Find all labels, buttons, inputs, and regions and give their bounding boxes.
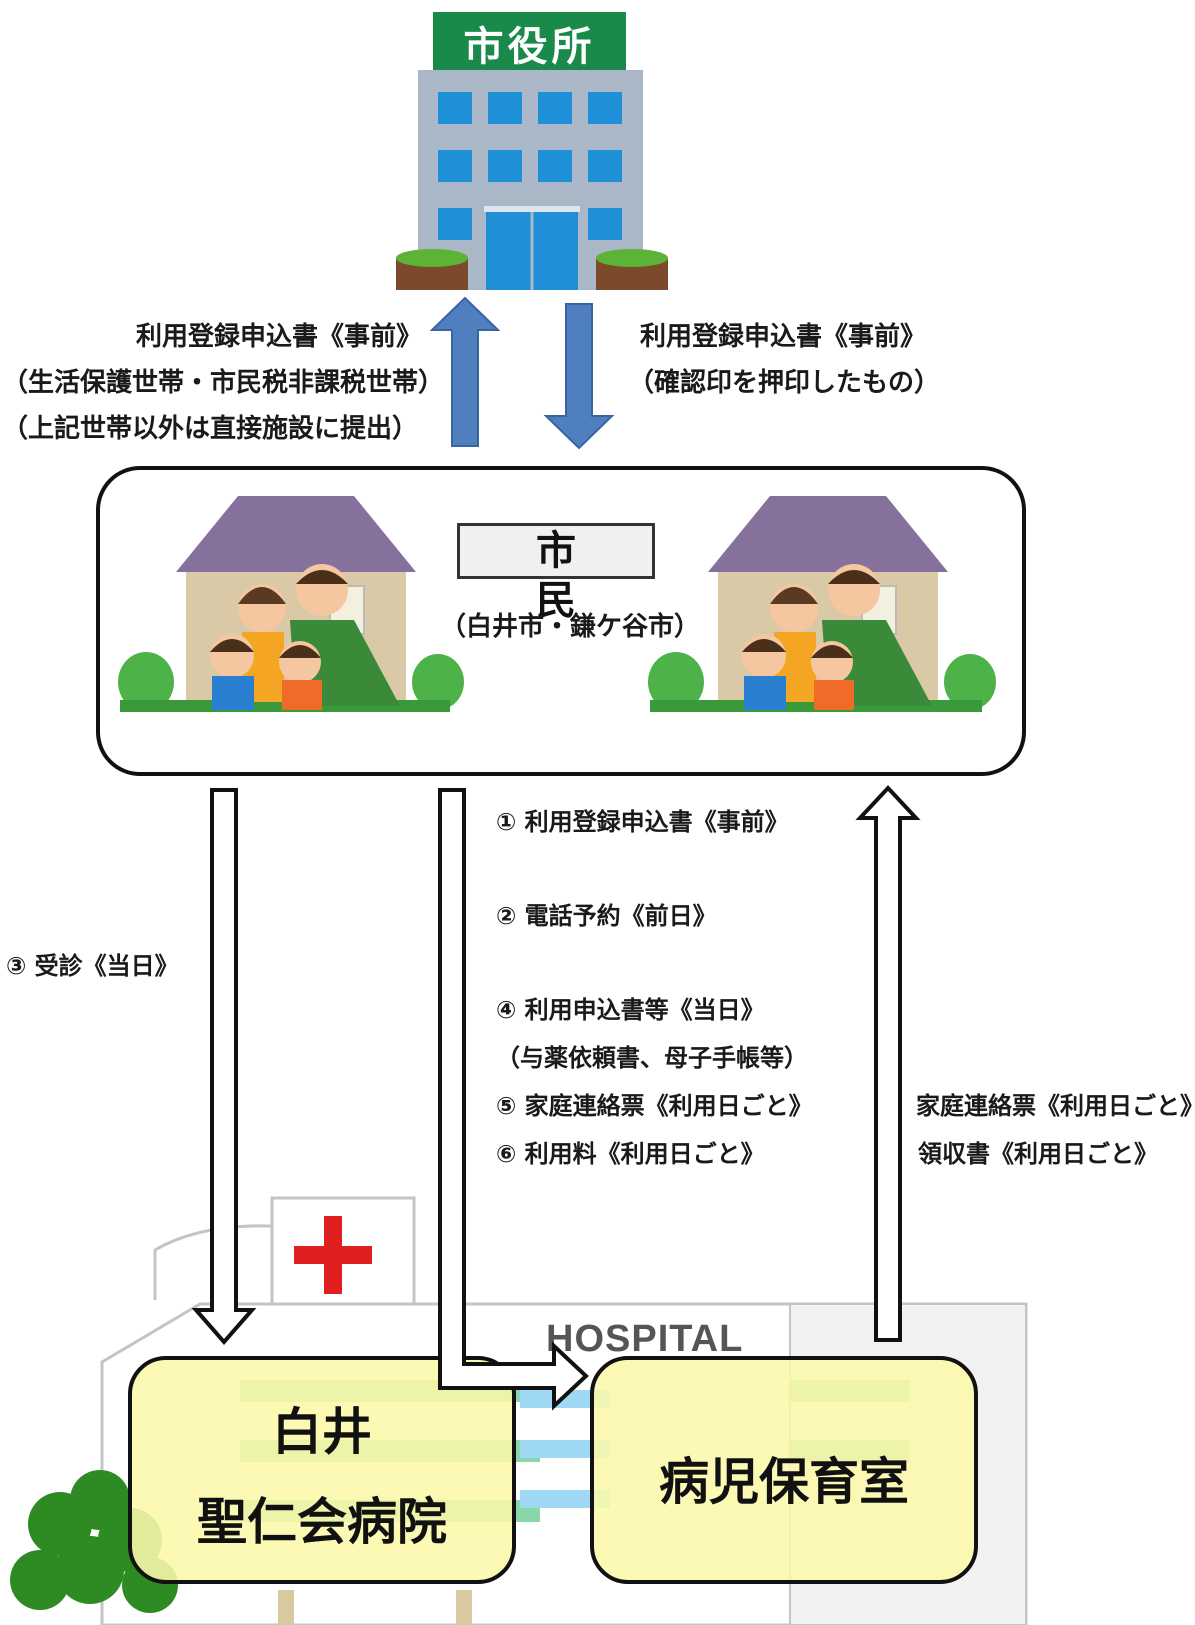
top-right-label-2: （確認印を押印したもの） (628, 368, 941, 398)
return-label-1: 家庭連絡票《利用日ごと》 (916, 1092, 1195, 1120)
sick-child-care-label: 病児保育室 (659, 1453, 909, 1511)
hospital-box-line2: 聖仁会病院 (197, 1493, 447, 1551)
top-left-label-2: （生活保護世帯・市民税非課税世帯） (2, 368, 445, 398)
return-label-2: 領収書《利用日ごと》 (918, 1140, 1158, 1168)
citizen-title: 市 民 (457, 523, 656, 624)
citizen-subtitle: （白井市・鎌ケ谷市） (440, 612, 701, 642)
step-3-label: ③ 受診《当日》 (6, 952, 179, 980)
hospital-sign: HOSPITAL (546, 1318, 744, 1360)
step-2-label: ② 電話予約《前日》 (496, 902, 717, 930)
step-5-label: ⑤ 家庭連絡票《利用日ごと》 (496, 1092, 813, 1120)
hospital-box-line1: 白井 (272, 1403, 372, 1461)
top-left-label-1: 利用登録申込書《事前》 (136, 322, 423, 352)
city-hall-sign: 市役所 (463, 24, 596, 70)
step-4-label: ④ 利用申込書等《当日》 (496, 996, 765, 1024)
step-1-label: ① 利用登録申込書《事前》 (496, 808, 789, 836)
step-4-note: （与薬依頼書、母子手帳等） (496, 1044, 808, 1072)
sick-child-care-box: 病児保育室 (590, 1356, 978, 1584)
top-right-label-1: 利用登録申込書《事前》 (640, 322, 927, 352)
top-left-label-3: （上記世帯以外は直接施設に提出） (2, 414, 419, 444)
step-6-label: ⑥ 利用料《利用日ごと》 (496, 1140, 765, 1168)
seijinkai-hospital-box: 白井 聖仁会病院 (128, 1356, 516, 1584)
